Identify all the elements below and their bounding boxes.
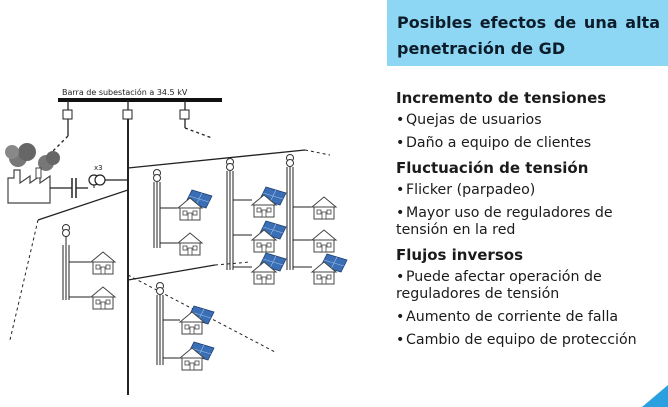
distribution-network-diagram: Barra de subestación a 34.5 kV x3 <box>5 87 348 395</box>
section-heading: Fluctuación de tensión <box>396 159 589 177</box>
corner-accent <box>642 385 668 407</box>
house <box>177 232 203 256</box>
breaker-right <box>179 109 190 120</box>
house <box>311 196 337 220</box>
title-line-1: Posibles efectos de una alta <box>397 13 660 32</box>
bus-label: Barra de subestación a 34.5 kV <box>62 87 188 97</box>
transformer-group-right-a <box>226 158 287 285</box>
factory-icon <box>5 143 60 204</box>
breaker-center <box>122 109 133 120</box>
bullet-item: •Daño a equipo de clientes <box>396 135 592 151</box>
house <box>311 229 337 253</box>
bullet-item: •Flicker (parpadeo) <box>396 182 536 198</box>
transformer-group-left <box>62 224 116 310</box>
effects-list: Incremento de tensiones •Quejas de usuar… <box>396 88 666 355</box>
breaker-left <box>62 109 73 120</box>
bullet-item: •Quejas de usuarios <box>396 112 542 128</box>
section-heading: Incremento de tensiones <box>396 89 607 107</box>
transformer-group-right-b <box>286 154 348 285</box>
house <box>90 251 116 275</box>
title-box: Posibles efectos de una alta penetración… <box>387 0 668 66</box>
bullet-item: •Mayor uso de reguladores de tensión en … <box>396 205 613 238</box>
transformer-label: x3 <box>94 164 103 172</box>
bullet-item: •Cambio de equipo de protección <box>396 332 637 348</box>
transformer-group-mid <box>153 169 213 256</box>
bullet-item: •Puede afectar operación de reguladores … <box>396 269 602 302</box>
bullet-item: •Aumento de corriente de falla <box>396 309 619 325</box>
transformer-group-bottom <box>156 282 215 371</box>
title-line-2: penetración de GD <box>397 39 566 58</box>
house <box>90 286 116 310</box>
section-heading: Flujos inversos <box>396 246 523 264</box>
